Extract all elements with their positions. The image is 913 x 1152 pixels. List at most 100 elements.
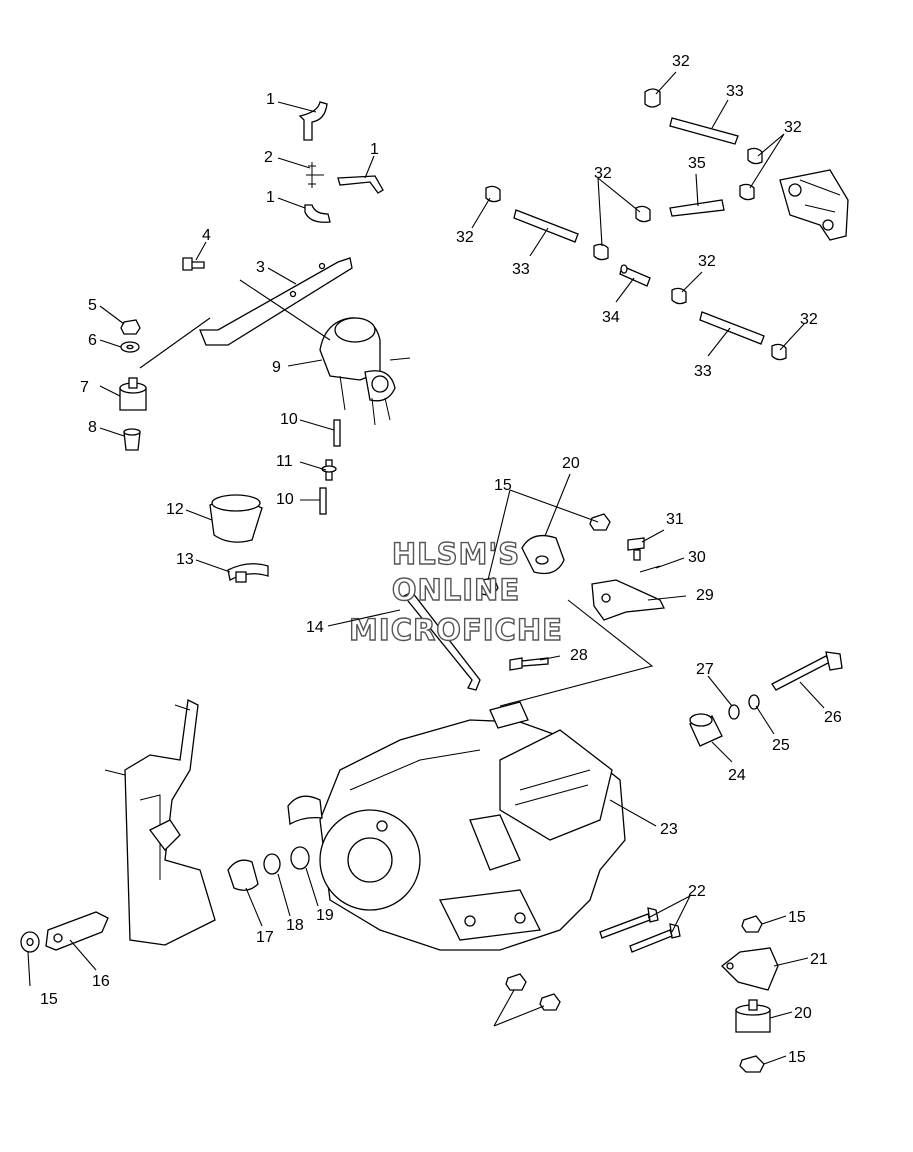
tube-part-33a [669, 117, 739, 145]
clamp-part-32h [771, 343, 787, 361]
rubber-mount-part-20a [521, 534, 565, 575]
nut-part-5 [120, 319, 141, 335]
carburetor-part-9 [319, 317, 411, 426]
nut-part-15e [739, 1055, 765, 1073]
clamp-part-32d [485, 185, 501, 203]
clamp-part-32e [635, 205, 651, 223]
spacer-part-17 [227, 859, 259, 891]
callout-20a: 20 [562, 455, 580, 472]
dipstick-part-14 [402, 591, 481, 691]
rubber-mount-part-7 [119, 377, 147, 411]
callout-32f: 32 [800, 311, 818, 328]
nut-part-15f [505, 973, 561, 1011]
jet-part-11 [321, 459, 337, 481]
callout-26: 26 [824, 709, 842, 726]
bolt-part-28 [509, 657, 549, 671]
clamp-part-32c [739, 183, 755, 201]
callout-15a: 15 [494, 477, 512, 494]
strap-part-16 [45, 911, 109, 951]
callout-20b: 20 [794, 1005, 812, 1022]
callout-10b: 10 [276, 491, 294, 508]
hose-part-1c [304, 204, 331, 223]
bolt-part-4 [182, 257, 205, 271]
callout-21: 21 [810, 951, 828, 968]
nut-part-15a [589, 513, 611, 531]
callout-1b: 1 [370, 141, 379, 158]
callout-7: 7 [80, 379, 89, 396]
callout-3: 3 [256, 259, 265, 276]
callout-14: 14 [306, 619, 324, 636]
callout-28: 28 [570, 647, 588, 664]
callout-13: 13 [176, 551, 194, 568]
mount-bracket-part-29 [591, 579, 666, 621]
nut-part-15b [477, 577, 499, 597]
callout-33c: 33 [694, 363, 712, 380]
mount-bracket-part-21 [721, 947, 779, 991]
callout-1a: 1 [266, 91, 275, 108]
callout-2: 2 [264, 149, 273, 166]
washer-part-15c [20, 931, 40, 953]
hose-part-1a [298, 101, 328, 141]
tee-fitting-part-2 [306, 162, 324, 188]
nut-part-8 [123, 428, 141, 451]
callout-34: 34 [602, 309, 620, 326]
callout-32b: 32 [784, 119, 802, 136]
callout-16: 16 [92, 973, 110, 990]
clamp-part-32f [593, 243, 609, 261]
washer-part-6 [120, 341, 140, 353]
callout-33a: 33 [726, 83, 744, 100]
callout-11: 11 [276, 453, 293, 470]
bolts-part-22 [599, 907, 681, 953]
callout-25: 25 [772, 737, 790, 754]
rubber-mount-part-20b [735, 999, 771, 1033]
intake-boot-part-12 [209, 494, 263, 543]
screw-part-30 [639, 565, 661, 573]
callout-22: 22 [688, 883, 706, 900]
callout-19: 19 [316, 907, 334, 924]
callout-8: 8 [88, 419, 97, 436]
callout-31: 31 [666, 511, 684, 528]
hose-part-1b [337, 175, 384, 194]
frame-section-part [104, 699, 216, 946]
callout-35: 35 [688, 155, 706, 172]
mount-bracket-part-3 [199, 257, 353, 346]
pin-part-10b [319, 487, 327, 515]
watermark-line2: ONLINE [392, 573, 520, 607]
callout-32d: 32 [456, 229, 474, 246]
callout-labels: 1 1 1 2 3 4 5 6 7 8 9 10 11 10 12 13 14 … [40, 53, 842, 1066]
callout-32c: 32 [594, 165, 612, 182]
fitting-part-34 [619, 264, 651, 287]
callout-24: 24 [728, 767, 746, 784]
engine-assembly-part-23 [287, 701, 626, 951]
gearcase-part [779, 169, 849, 241]
callout-6: 6 [88, 332, 97, 349]
callout-4: 4 [202, 227, 211, 244]
washer-part-18 [263, 853, 281, 875]
callout-18: 18 [286, 917, 304, 934]
callout-12: 12 [166, 501, 184, 518]
washer-part-19 [290, 846, 310, 870]
callout-1c: 1 [266, 189, 275, 206]
watermark-line3: MICROFICHE [349, 613, 563, 647]
tube-part-35 [669, 199, 725, 217]
tube-part-33c [699, 311, 765, 345]
callout-32a: 32 [672, 53, 690, 70]
clamp-part-32b [747, 147, 763, 165]
hose-clamp-part-13 [227, 563, 269, 583]
bolt-part-31 [627, 537, 645, 561]
callout-10a: 10 [280, 411, 298, 428]
washer-part-25 [748, 694, 760, 710]
callout-15e: 15 [788, 1049, 806, 1066]
callout-33b: 33 [512, 261, 530, 278]
callout-32e: 32 [698, 253, 716, 270]
spacer-part-24 [689, 713, 723, 747]
callout-23: 23 [660, 821, 678, 838]
pin-part-10a [333, 419, 341, 447]
callout-17: 17 [256, 929, 274, 946]
bolt-part-26 [771, 651, 843, 691]
callout-30: 30 [688, 549, 706, 566]
callout-15d: 15 [788, 909, 806, 926]
callout-9: 9 [272, 359, 281, 376]
tube-part-33b [513, 209, 579, 243]
callout-15c: 15 [40, 991, 58, 1008]
